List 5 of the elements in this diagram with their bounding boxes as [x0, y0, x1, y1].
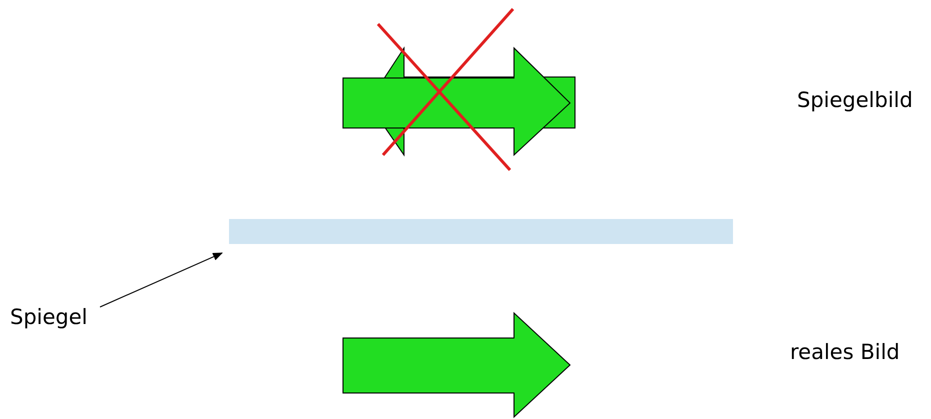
part-label: Spiegel	[10, 305, 88, 329]
leader-arrow	[100, 252, 223, 308]
image-label: Spiegelbild	[797, 88, 913, 112]
mirror-bar	[229, 219, 733, 244]
image-label: reales Bild	[790, 340, 900, 364]
